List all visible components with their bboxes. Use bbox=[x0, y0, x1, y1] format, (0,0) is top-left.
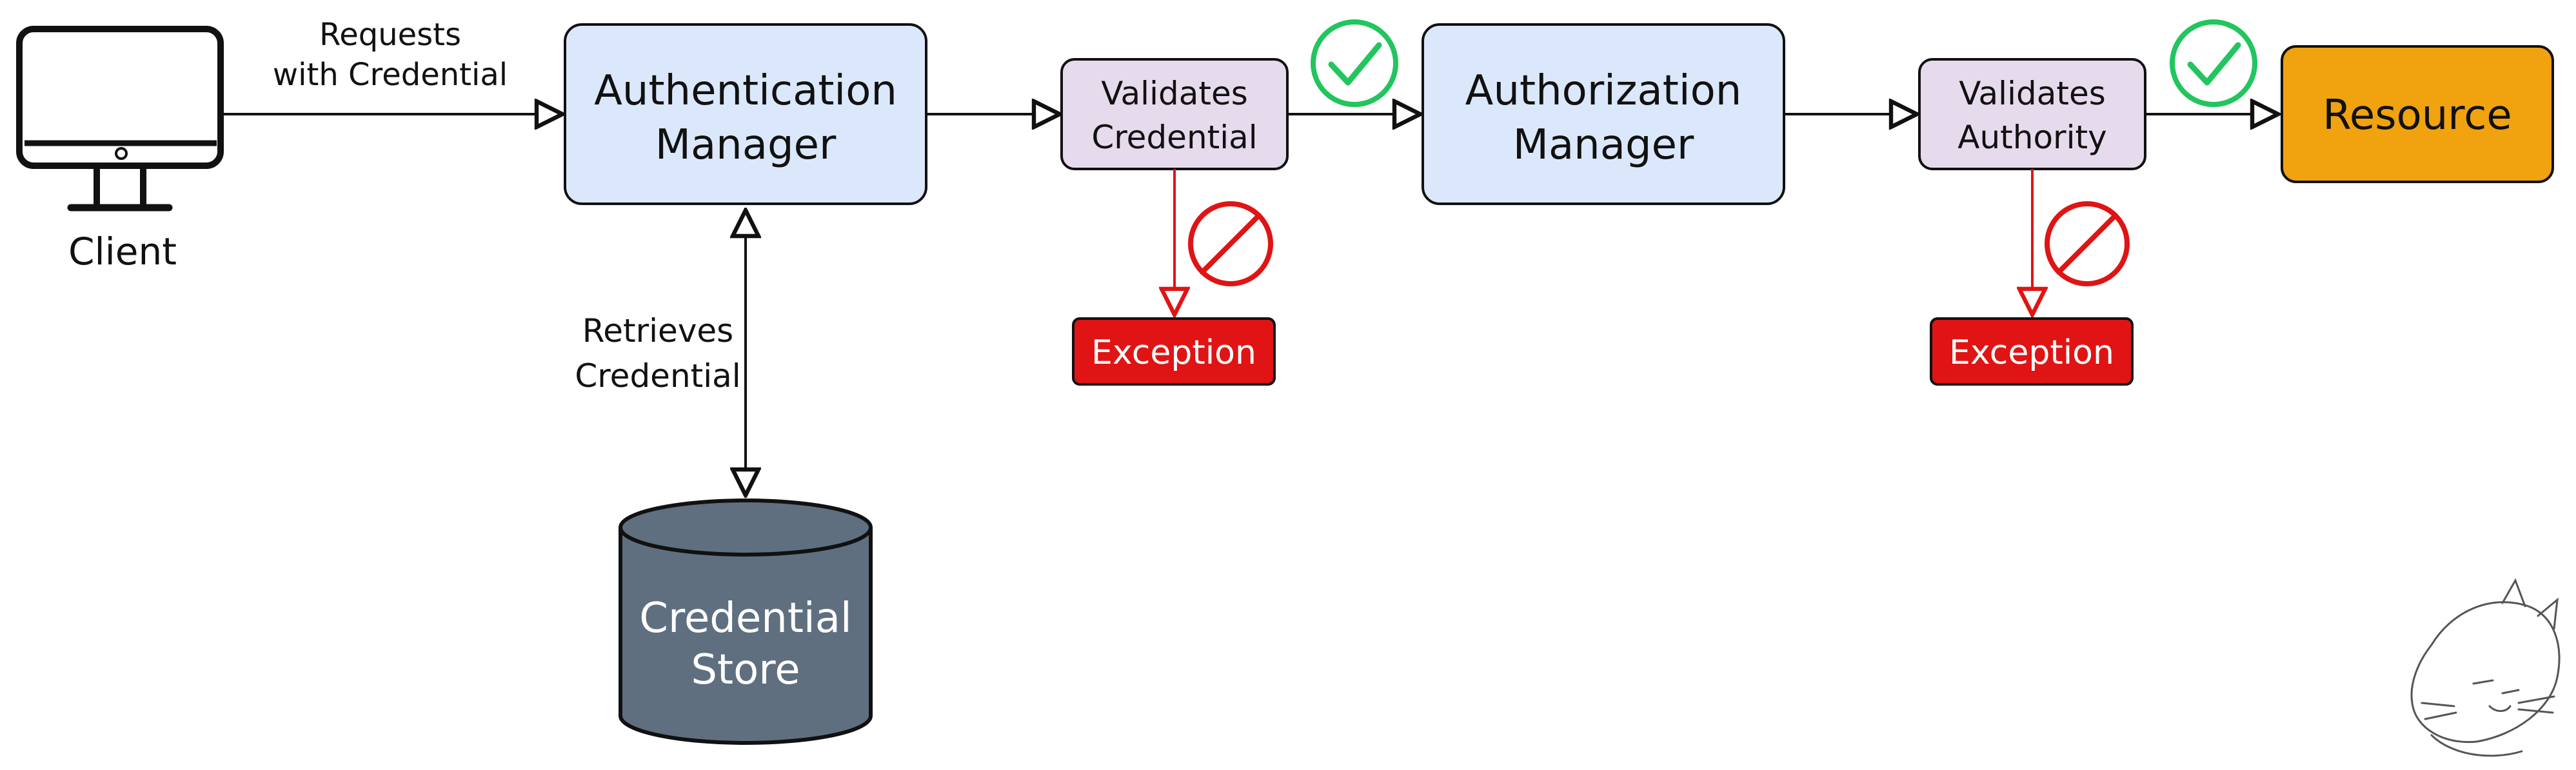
validates-credential-line2: Credential bbox=[1091, 119, 1257, 156]
resource-node: Resource bbox=[2281, 45, 2554, 183]
check-circle-icon bbox=[1311, 19, 1398, 107]
authentication-manager-node: Authentication Manager bbox=[564, 23, 927, 205]
requests-label-line2: with Credential bbox=[273, 57, 508, 93]
retrieves-label-line1: Retrieves bbox=[582, 312, 733, 350]
monitor-icon bbox=[16, 26, 224, 212]
authorization-manager-line1: Authorization bbox=[1465, 67, 1742, 115]
requests-label-line1: Requests bbox=[319, 17, 461, 53]
authorization-manager-line2: Manager bbox=[1513, 121, 1694, 169]
resource-label: Resource bbox=[2323, 92, 2512, 139]
credential-store-line1: Credential bbox=[639, 595, 851, 642]
retrieves-label-line2: Credential bbox=[575, 357, 740, 395]
cat-sketch-icon bbox=[2410, 578, 2561, 757]
client-label: Client bbox=[68, 230, 177, 273]
credential-store-line2: Store bbox=[691, 646, 800, 694]
validates-authority-line1: Validates bbox=[1959, 75, 2106, 112]
exception-label-credential: Exception bbox=[1091, 333, 1256, 372]
exception-node-authority: Exception bbox=[1930, 317, 2134, 386]
exception-label-authority: Exception bbox=[1949, 333, 2114, 372]
prohibited-icon bbox=[2045, 201, 2130, 286]
credential-store-node: Credential Store bbox=[619, 499, 873, 745]
validates-authority-line2: Authority bbox=[1957, 119, 2106, 156]
authorization-manager-node: Authorization Manager bbox=[1422, 23, 1785, 205]
validates-credential-node: Validates Credential bbox=[1060, 58, 1289, 170]
exception-node-credential: Exception bbox=[1072, 317, 1276, 386]
authentication-manager-line1: Authentication bbox=[594, 67, 897, 115]
check-circle-icon bbox=[2170, 19, 2257, 107]
validates-authority-node: Validates Authority bbox=[1918, 58, 2146, 170]
prohibited-icon bbox=[1188, 201, 1273, 286]
authentication-manager-line2: Manager bbox=[655, 121, 837, 169]
validates-credential-line1: Validates bbox=[1101, 75, 1248, 112]
